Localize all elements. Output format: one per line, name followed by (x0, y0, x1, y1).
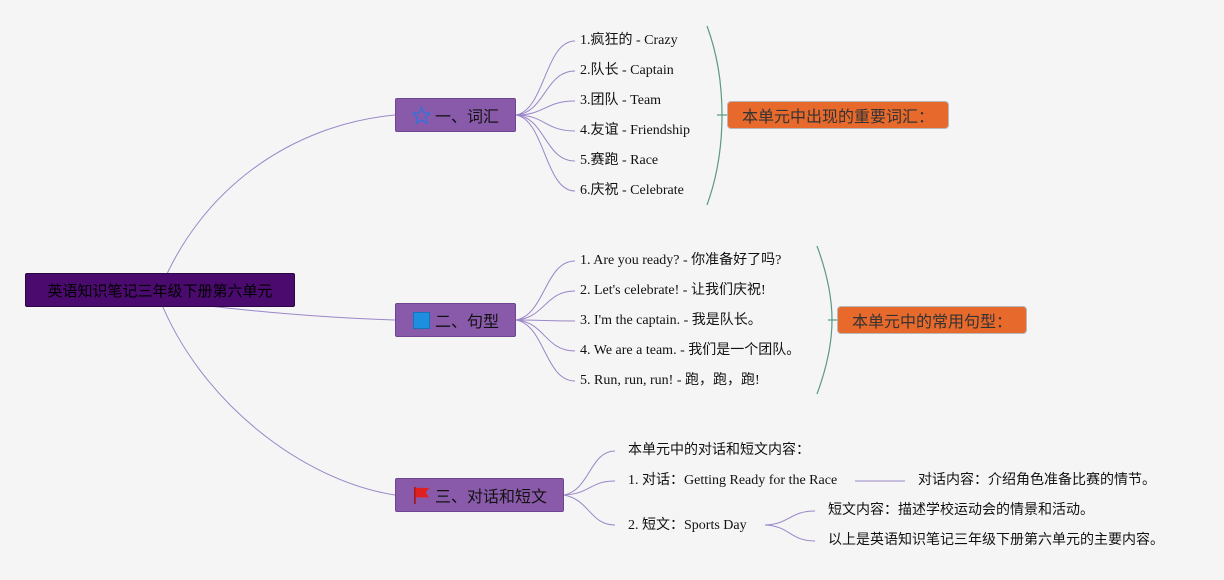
summary-vocabulary[interactable]: 本单元中出现的重要词汇： (727, 101, 949, 129)
vocab-item-2: 2.队长 - Captain (580, 63, 674, 78)
passage-detail-1: 短文内容：描述学校运动会的情景和活动。 (828, 503, 1094, 518)
link-vocab-1 (515, 40, 576, 116)
sentence-item-2: 2. Let's celebrate! - 让我们庆祝! (580, 283, 766, 298)
branch-vocabulary-title: 一、词汇 (435, 107, 500, 126)
link-sentence-5 (515, 319, 576, 382)
dialogue-intro: 本单元中的对话和短文内容： (628, 443, 810, 458)
branch-sentences[interactable]: 二、句型 (395, 303, 516, 337)
star-icon (412, 105, 431, 125)
sentence-item-3: 3. I'm the captain. - 我是队长。 (580, 313, 762, 328)
link-vocab-5 (515, 114, 576, 162)
vocab-item-5: 5.赛跑 - Race (580, 153, 659, 168)
link-sentence-4 (515, 319, 576, 352)
link-root-vocab (159, 114, 396, 291)
dialogue-detail: 对话内容：介绍角色准备比赛的情节。 (918, 473, 1156, 488)
vocab-item-4: 4.友谊 - Friendship (580, 123, 691, 138)
link-passage-detail-1 (764, 510, 816, 526)
summary-vocabulary-text: 本单元中出现的重要词汇： (742, 107, 935, 126)
vocab-item-6: 6.庆祝 - Celebrate (580, 183, 684, 198)
sentence-item-5: 5. Run, run, run! - 跑，跑，跑! (580, 373, 760, 388)
passage-item: 2. 短文：Sports Day (628, 518, 747, 533)
root-title: 英语知识笔记三年级下册第六单元 (47, 281, 273, 300)
branch-dialogue-passage[interactable]: 三、对话和短文 (395, 478, 564, 512)
link-sentence-1 (515, 260, 576, 321)
root-topic[interactable]: 英语知识笔记三年级下册第六单元 (25, 273, 295, 307)
vocab-item-1: 1.疯狂的 - Crazy (580, 33, 678, 48)
link-vocab-6 (515, 114, 576, 192)
link-root-sentence (199, 304, 396, 321)
dialogue-item: 1. 对话：Getting Ready for the Race (628, 473, 838, 488)
link-root-dialogue (159, 299, 396, 496)
summary-sentences-text: 本单元中的常用句型： (852, 312, 1013, 331)
red-flag-icon (414, 486, 430, 504)
link-vocab-2 (515, 70, 576, 116)
link-vocab-3 (515, 100, 576, 116)
sentence-item-4: 4. We are a team. - 我们是一个团队。 (580, 343, 801, 358)
link-dialogue-2 (563, 494, 616, 526)
link-sentence-2 (515, 290, 576, 321)
link-passage-detail-2 (764, 524, 816, 542)
link-dialogue-1 (563, 480, 616, 496)
passage-detail-2: 以上是英语知识笔记三年级下册第六单元的主要内容。 (828, 533, 1164, 548)
branch-vocabulary[interactable]: 一、词汇 (395, 98, 516, 132)
sentence-item-1: 1. Are you ready? - 你准备好了吗? (580, 253, 782, 268)
vocab-item-3: 3.团队 - Team (580, 93, 662, 108)
link-dialogue-intro (563, 450, 616, 496)
link-sentence-3 (515, 319, 576, 322)
branch-sentences-title: 二、句型 (435, 312, 500, 331)
link-vocab-4 (515, 114, 576, 132)
blue-square-icon (412, 311, 431, 329)
summary-sentences[interactable]: 本单元中的常用句型： (837, 306, 1027, 334)
branch-dialogue-passage-title: 三、对话和短文 (435, 487, 548, 506)
